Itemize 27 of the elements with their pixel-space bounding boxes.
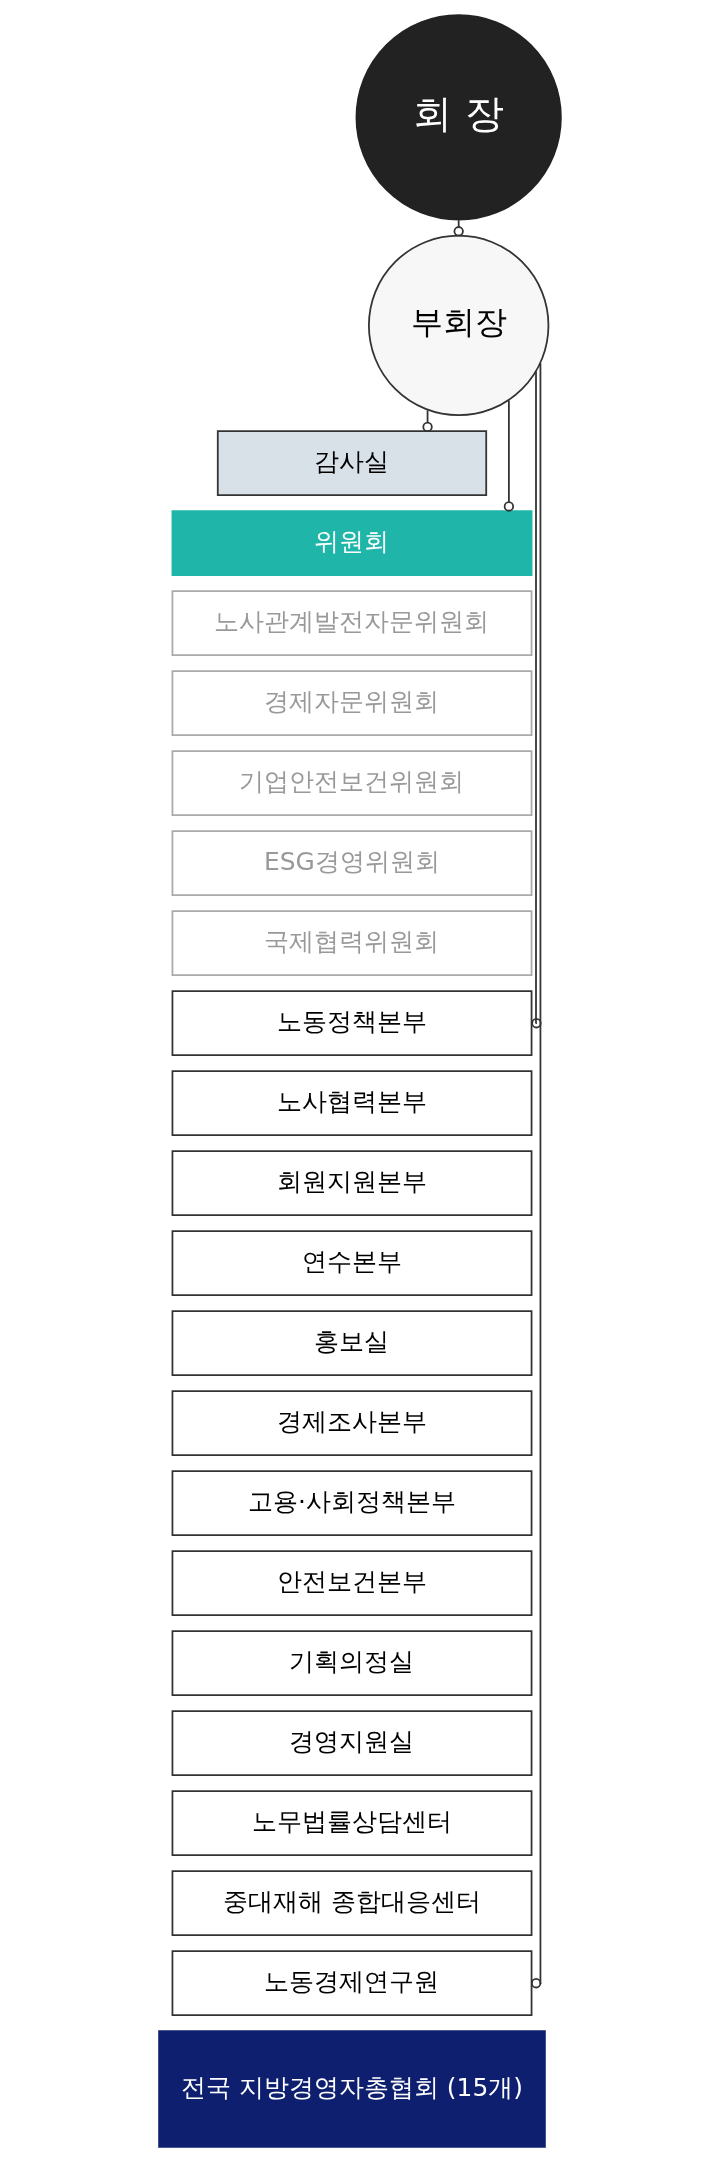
node-circle: 부회장	[368, 234, 550, 417]
connector	[530, 362, 542, 1989]
node-box: 감사실	[216, 430, 488, 497]
node-box: 경제자문위원회	[171, 670, 533, 737]
node-box: 위원회	[171, 510, 533, 577]
connector	[531, 370, 542, 1029]
node-box: 경영지원실	[171, 1710, 533, 1777]
node-box: 국제협력위원회	[171, 910, 533, 977]
node-box: 기획의정실	[171, 1630, 533, 1697]
node-box: 연수본부	[171, 1230, 533, 1297]
connector	[453, 219, 464, 237]
node-circle: 회 장	[355, 14, 562, 221]
node-box: 노무법률상담센터	[171, 1790, 533, 1857]
node-box: 기업안전보건위원회	[171, 750, 533, 817]
node-box: 고용·사회정책본부	[171, 1470, 533, 1537]
node-box: 노동정책본부	[171, 990, 533, 1057]
node-box: 노사관계발전자문위원회	[171, 590, 533, 657]
node-box: 노동경제연구원	[171, 1950, 533, 2017]
node-box: 노사협력본부	[171, 1070, 533, 1137]
node-box: ESG경영위원회	[171, 830, 533, 897]
node-box: 경제조사본부	[171, 1390, 533, 1457]
node-box: 안전보건본부	[171, 1550, 533, 1617]
node-box: 회원지원본부	[171, 1150, 533, 1217]
node-box: 중대재해 종합대응센터	[171, 1870, 533, 1937]
node-box: 전국 지방경영자총협회 (15개)	[158, 2030, 546, 2148]
connector	[503, 399, 515, 512]
node-box: 홍보실	[171, 1310, 533, 1377]
